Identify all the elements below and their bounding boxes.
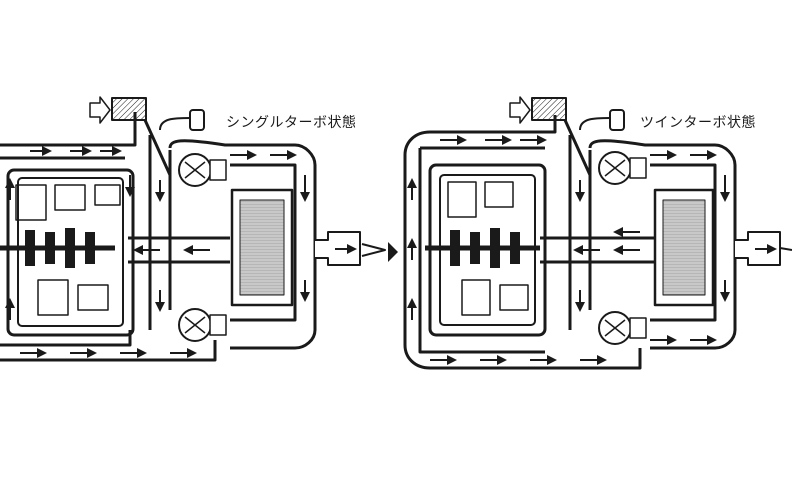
manifold-pipe: [148, 135, 172, 330]
charge-pipe-inner: [230, 163, 297, 322]
intake-arrow-icon: [509, 96, 531, 124]
air-filter-icon: [531, 97, 567, 121]
crank-weights: [450, 228, 520, 268]
piston: [461, 279, 491, 316]
intake-arrow-icon: [89, 96, 111, 124]
intake-runner: [540, 236, 655, 264]
flow-arrow-icon: [407, 135, 777, 365]
piston: [447, 181, 477, 218]
outlet-tail: [779, 247, 792, 251]
twin-turbo-caption: ツインターボ状態: [640, 115, 756, 131]
outer-loop-inner: [418, 146, 545, 354]
outer-loop: [403, 115, 642, 370]
intercooler-core: [239, 199, 285, 296]
engine-inner: [17, 177, 124, 327]
piston: [54, 184, 86, 211]
crank-weights: [25, 228, 95, 268]
piston: [499, 284, 529, 311]
piston: [484, 181, 514, 208]
charge-pipe-inner: [650, 163, 717, 322]
actuator: [579, 117, 611, 131]
charge-pipe: [588, 139, 737, 350]
bottom-pipe-2: [0, 330, 132, 347]
single-turbo-caption: シングルターボ状態: [226, 115, 357, 131]
piston: [94, 184, 121, 206]
charge-pipe: [168, 139, 317, 350]
piston: [37, 279, 69, 316]
outlet-tail: [361, 243, 386, 257]
primary-turbo: [178, 153, 227, 187]
single-turbo-diagram: [0, 96, 386, 362]
twin-turbo-diagram: [403, 96, 792, 370]
air-filter-icon: [111, 97, 147, 121]
intake-runner: [128, 236, 230, 264]
secondary-turbo: [178, 308, 227, 342]
actuator-body: [189, 109, 205, 131]
piston: [77, 284, 109, 311]
piston: [15, 184, 47, 221]
manifold-pipe: [563, 119, 592, 176]
flow-arrow-icon: [4, 146, 357, 358]
actuator: [159, 117, 191, 131]
secondary-turbo: [598, 311, 647, 345]
transition-arrow-icon: [388, 242, 398, 262]
primary-turbo: [598, 151, 647, 185]
manifold-pipe: [143, 119, 172, 176]
intercooler-core: [662, 199, 706, 296]
actuator-body: [609, 109, 625, 131]
outer-pipe: [0, 112, 137, 147]
bottom-pipe: [0, 340, 217, 362]
manifold-pipe: [568, 135, 592, 330]
